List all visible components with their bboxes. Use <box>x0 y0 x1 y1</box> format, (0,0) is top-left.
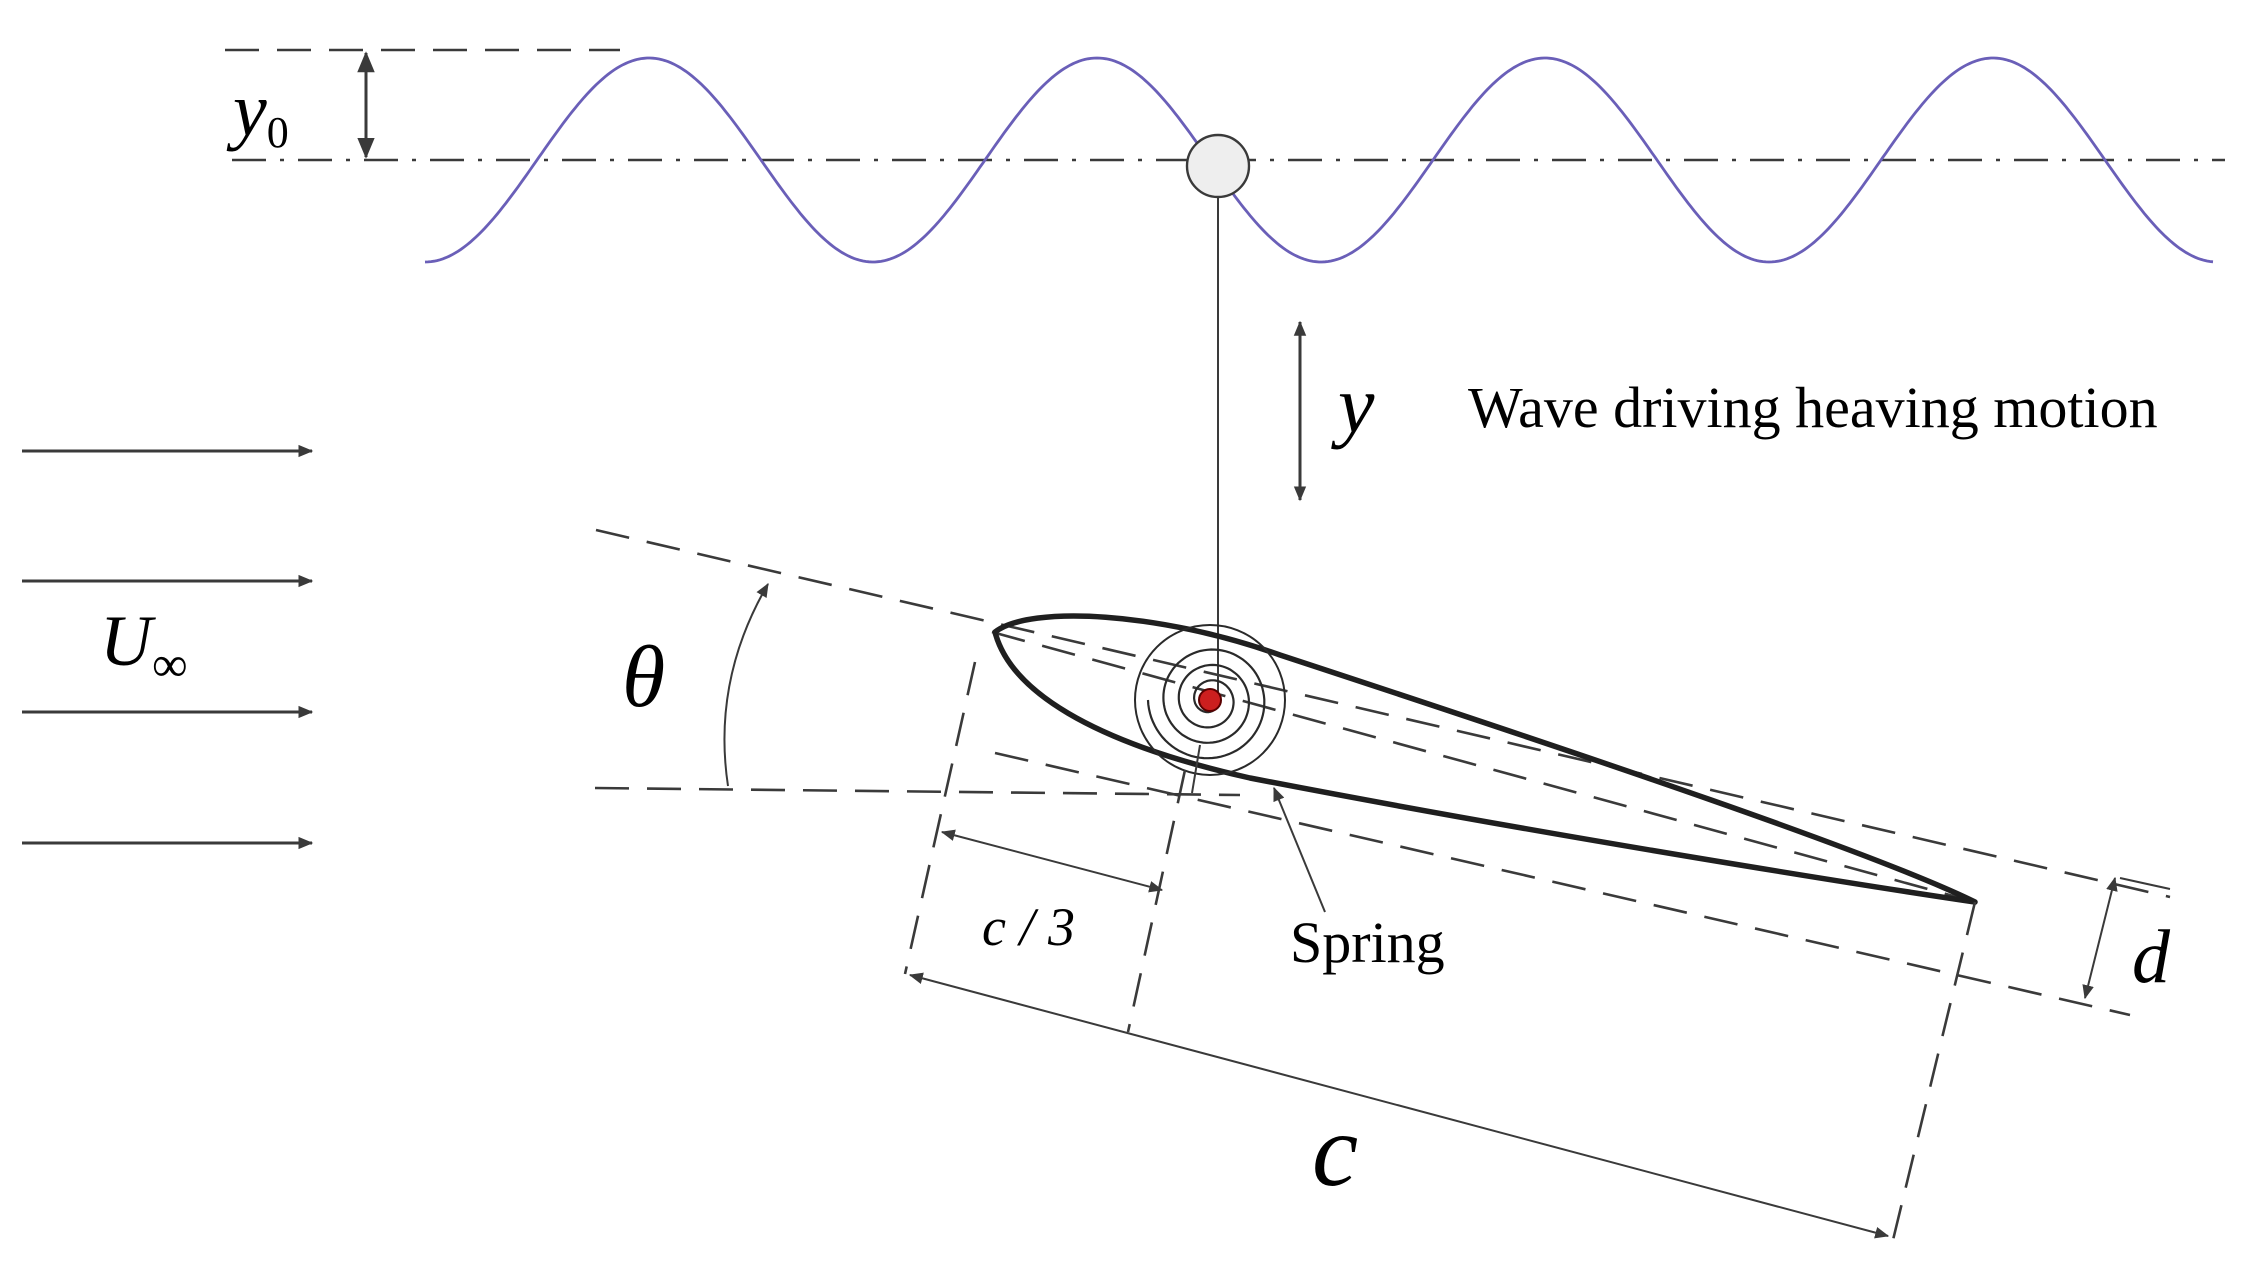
pivot-offset-label: c / 3 <box>982 897 1075 957</box>
wave-amplitude-label: y0 <box>226 68 289 157</box>
airfoil <box>992 613 1978 905</box>
freestream-arrows <box>22 444 314 850</box>
horizontal-reference-line <box>594 786 1241 797</box>
torsional-spring <box>1134 624 1286 776</box>
chord-label: c <box>1312 1093 1358 1208</box>
foil-lower-reference-line <box>994 751 2131 1017</box>
heave-symbol: y <box>1331 359 1375 450</box>
pitch-angle-label: θ <box>622 629 665 726</box>
foil-upper-reference-line <box>595 528 2171 899</box>
pitch-angle-arc <box>723 582 769 787</box>
pivot-offset-dimension-arrow <box>940 829 1164 893</box>
spring-leader-line <box>1273 786 1326 913</box>
chord-dimension-arrow <box>908 972 1890 1239</box>
pivot-projection-line <box>1191 744 1201 794</box>
leading-edge-extension-line <box>903 661 977 975</box>
surface-wave-curve <box>424 56 2214 264</box>
thickness-dimension-arrow <box>2082 876 2118 1000</box>
thickness-extension-line <box>2119 877 2171 890</box>
surface-float <box>1185 133 1251 199</box>
thickness-label: d <box>2132 915 2171 999</box>
freestream-label: U∞ <box>100 601 188 692</box>
spring-label: Spring <box>1290 910 1445 975</box>
spring-outer-ring <box>1134 624 1286 776</box>
chord-line <box>991 630 1976 904</box>
trailing-edge-extension-line <box>1891 901 1977 1241</box>
pivot-extension-line <box>1126 769 1187 1033</box>
heave-description: Wave driving heaving motion <box>1468 375 2158 440</box>
pivot-point <box>1198 688 1222 712</box>
